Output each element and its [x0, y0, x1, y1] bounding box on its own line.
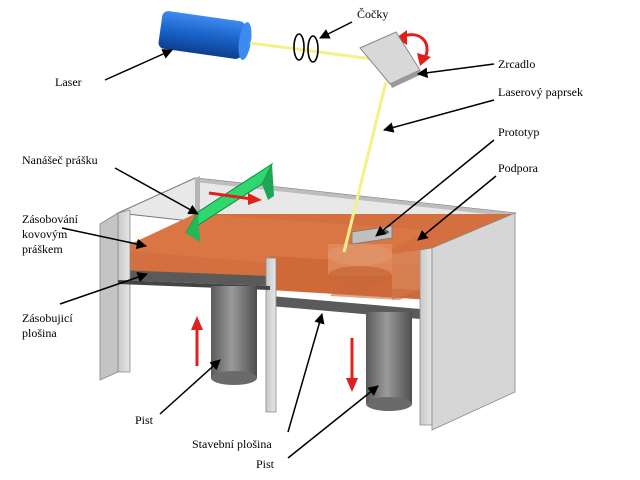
leader-lines — [59, 21, 497, 459]
piston-left — [211, 286, 257, 385]
label-support: Podpora — [498, 161, 539, 175]
label-metal-powder-supply-3: práškem — [22, 242, 63, 256]
label-piston-right: Pist — [256, 457, 275, 471]
mirror-rotation-arrow — [396, 30, 431, 66]
label-metal-powder-supply-1: Zásobování — [22, 212, 79, 226]
label-powder-spreader: Nanášeč prášku — [22, 153, 98, 167]
label-supply-platform-2: plošina — [22, 326, 57, 340]
label-lenses: Čočky — [357, 7, 388, 21]
label-piston-left: Pist — [135, 413, 154, 427]
build-down-arrow — [346, 338, 358, 392]
labels: Laser Čočky Zrcadlo Laserový paprsek Pro… — [22, 7, 583, 471]
support-structure — [330, 250, 420, 300]
label-supply-platform-1: Zásobujicí — [22, 311, 73, 325]
label-mirror: Zrcadlo — [498, 57, 535, 71]
machine-walls — [99, 176, 516, 431]
piston-right — [366, 312, 412, 411]
supply-up-arrow — [191, 316, 203, 366]
spreader-arrow — [208, 191, 262, 205]
label-build-platform: Stavební plošina — [192, 437, 272, 451]
label-laser-beam: Laserový paprsek — [498, 85, 583, 99]
lenses — [293, 33, 319, 63]
laser-device — [158, 11, 252, 60]
powder-spreader — [185, 162, 274, 242]
motion-arrows — [191, 30, 431, 392]
label-metal-powder-supply-2: kovovým — [22, 227, 68, 241]
laser-beam — [249, 41, 388, 253]
label-laser: Laser — [55, 75, 82, 89]
label-prototype: Prototyp — [498, 125, 539, 139]
